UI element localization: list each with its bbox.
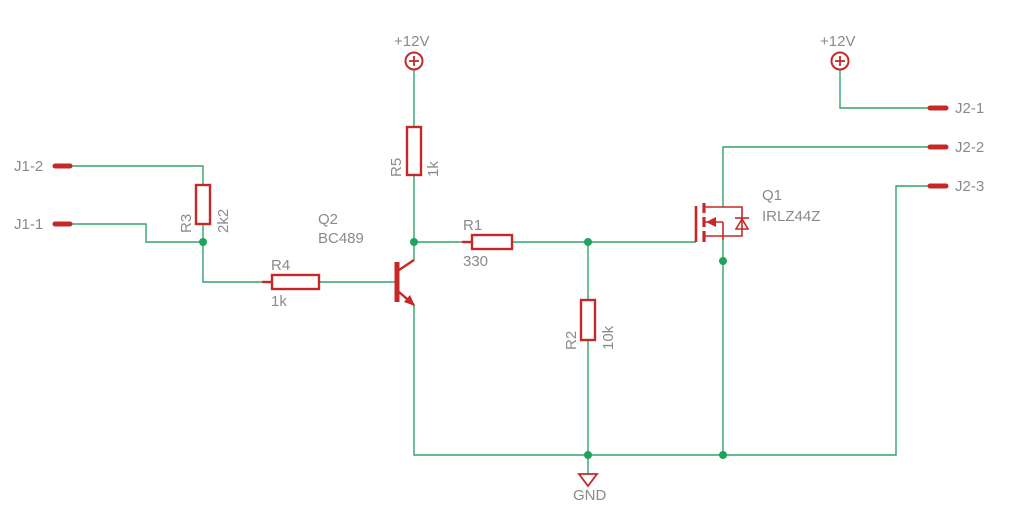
component-name: Q2 (318, 211, 338, 228)
connector-j2: J2-1 J2-2 J2-3 (927, 100, 984, 195)
resistor-body (579, 298, 597, 342)
resistor-body (194, 183, 212, 226)
component-name: Q1 (762, 187, 782, 204)
resistor-r5: R5 1k (388, 125, 442, 177)
component-value: 2k2 (215, 209, 232, 233)
label-j2-1: J2-1 (955, 100, 984, 117)
supply-icon (830, 51, 850, 71)
component-value: 1k (271, 293, 287, 310)
body-diode-icon (734, 217, 750, 230)
mosfet-arrow-icon (706, 217, 716, 227)
label-j1-1: J1-1 (14, 216, 43, 233)
supply-label: +12V (820, 33, 855, 50)
label-j1-2: J1-2 (14, 158, 43, 175)
connector-j1: J1-2 J1-1 (14, 158, 73, 233)
transistor-collector (398, 259, 415, 271)
component-name: R4 (271, 257, 290, 274)
component-name: R5 (388, 158, 405, 177)
ground-icon (577, 473, 599, 488)
wire-supply2-to-j2-1 (839, 70, 930, 109)
supply-icon (404, 51, 424, 71)
ground-label: GND (573, 487, 607, 504)
junction-dot (410, 238, 418, 246)
wires (70, 70, 930, 474)
component-name: R3 (178, 214, 195, 233)
component-value: BC489 (318, 230, 364, 247)
junction-dot (584, 451, 592, 459)
junction-dot (719, 257, 727, 265)
label-j2-3: J2-3 (955, 178, 984, 195)
wire-node-to-r4 (202, 242, 262, 283)
resistor-r1: R1 330 (462, 217, 514, 270)
component-value: 10k (600, 325, 617, 350)
junction-dot (199, 238, 207, 246)
resistor-r3: R3 2k2 (178, 183, 232, 233)
junction-dot (719, 451, 727, 459)
junctions (199, 238, 727, 459)
component-value: 1k (425, 161, 442, 177)
wire-j1-2-to-r3 (70, 165, 204, 185)
resistor-r2: R2 10k (563, 298, 617, 350)
resistor-body (470, 233, 514, 251)
emitter-arrow-icon (404, 295, 415, 306)
resistor-body (270, 273, 321, 291)
supply-12v-right: +12V (820, 33, 855, 71)
resistor-r4: R4 1k (262, 257, 321, 310)
junction-dot (584, 238, 592, 246)
wire-emitter-to-ground-bus (413, 185, 930, 456)
wire-drain-to-j2-2 (722, 146, 930, 207)
resistor-body (405, 125, 423, 177)
component-value: IRLZ44Z (762, 208, 820, 225)
supply-12v-left: +12V (394, 33, 429, 71)
transistor-q2: Q2 BC489 (318, 211, 415, 306)
ground-symbol: GND (573, 473, 607, 504)
wire-j1-1-to-node (70, 223, 203, 243)
body-diode-frame (723, 206, 743, 237)
supply-label: +12V (394, 33, 429, 50)
component-name: R1 (463, 217, 482, 234)
mosfet-q1: Q1 IRLZ44Z (694, 187, 820, 242)
label-j2-2: J2-2 (955, 139, 984, 156)
component-name: R2 (563, 331, 580, 350)
component-value: 330 (463, 253, 488, 270)
